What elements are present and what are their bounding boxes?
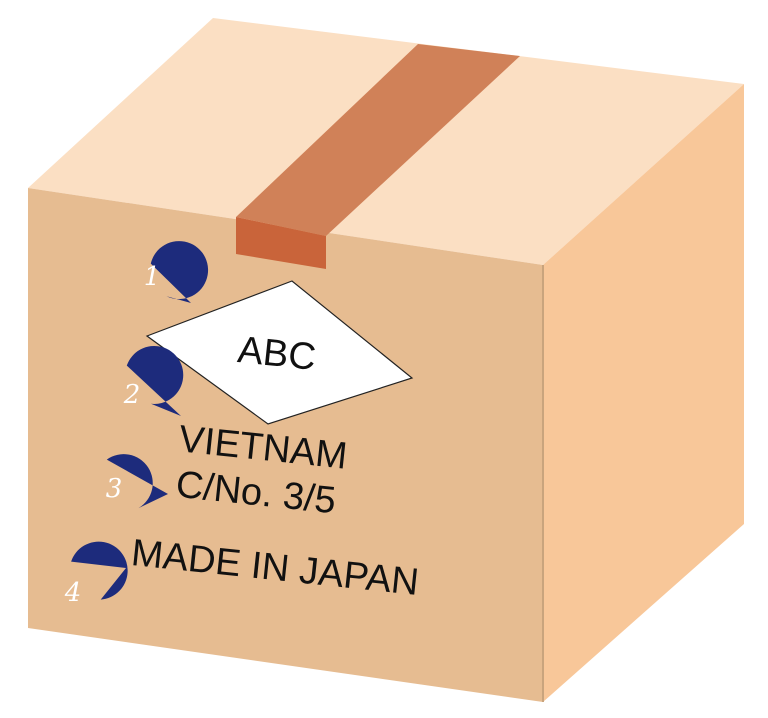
- callout-1-badge: [150, 241, 209, 303]
- tape-top: [236, 44, 520, 236]
- callout-3-badge: [106, 454, 168, 509]
- callout-2: 2: [123, 345, 184, 416]
- callout-4: 4: [64, 541, 128, 608]
- callout-1-number: 1: [144, 262, 161, 292]
- callout-2-number: 2: [123, 380, 141, 410]
- main-mark-label: [145, 280, 414, 425]
- main-mark-text: ABC: [236, 329, 318, 379]
- callout-4-number: 4: [64, 578, 82, 608]
- callout-1: 1: [144, 241, 209, 303]
- box-right-face: [543, 84, 744, 702]
- callout-3: 3: [106, 454, 168, 509]
- tape-front: [236, 217, 326, 269]
- callout-2-badge: [126, 345, 184, 416]
- box-front-face: [28, 188, 543, 702]
- callout-4-badge: [71, 541, 128, 600]
- callout-3-number: 3: [106, 474, 123, 504]
